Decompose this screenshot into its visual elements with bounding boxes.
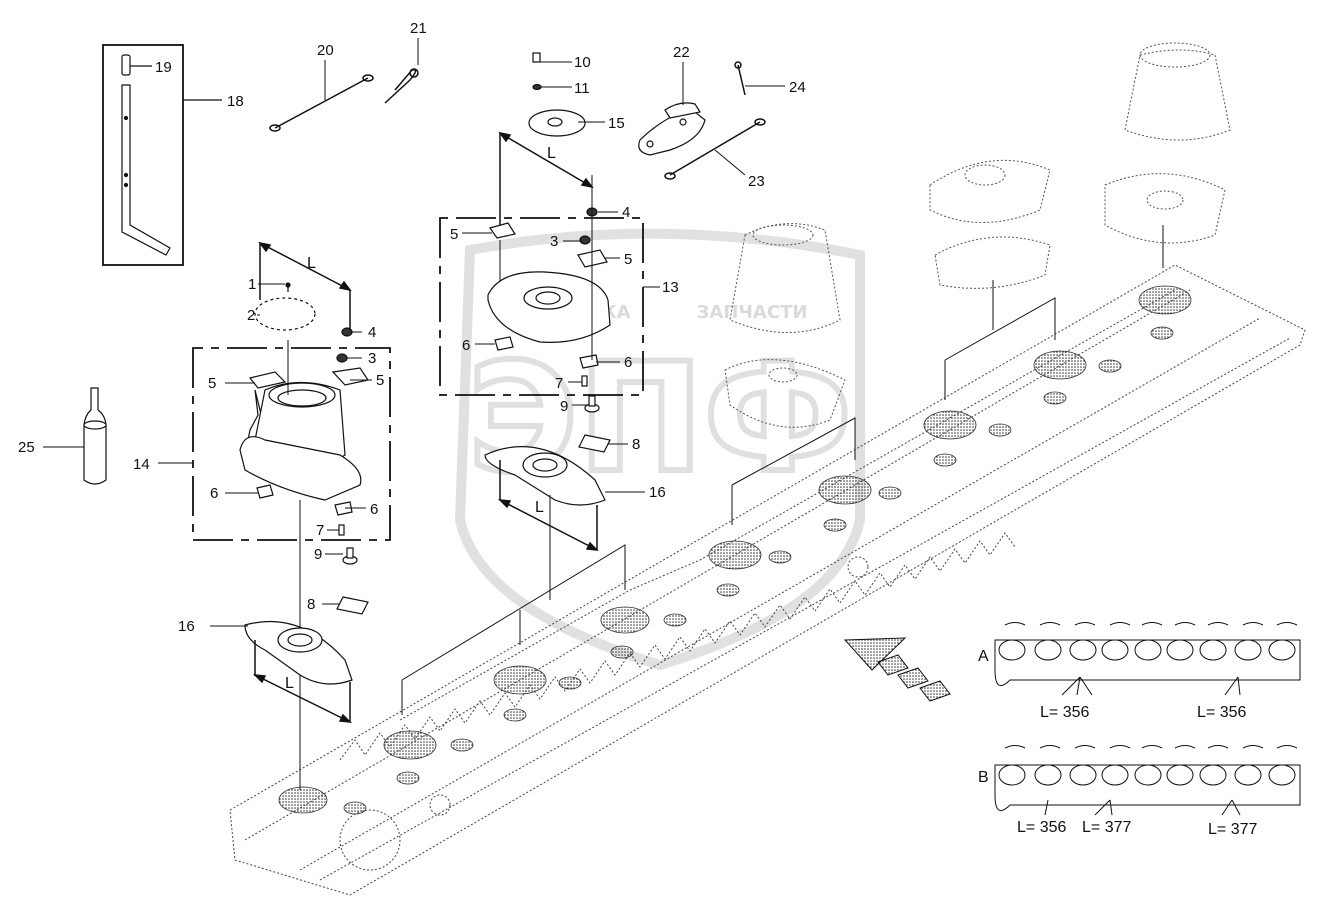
part-22-bracket (638, 62, 706, 156)
callout-7-mid: 7 (555, 375, 563, 392)
callout-21: 21 (410, 20, 427, 37)
variant-b-label: B (978, 769, 989, 786)
callout-4-left: 4 (368, 324, 376, 341)
right-hub-assemblies (724, 42, 1231, 428)
assembly-14-left-hub (158, 241, 391, 790)
variant-a-label: A (978, 648, 989, 665)
gear-discs (278, 285, 1192, 815)
inset-variant-a (994, 622, 1301, 696)
assembly-13-middle-hub (439, 131, 660, 600)
part-20-safety-wire (269, 60, 374, 132)
part-23-wire (664, 118, 766, 180)
callout-3-mid: 3 (550, 233, 558, 250)
callout-20: 20 (317, 42, 334, 59)
callout-6-mid-right: 6 (624, 354, 632, 371)
part-15-hub-cap (528, 52, 605, 137)
variant-b-mid-length: L= 377 (1082, 819, 1131, 836)
callout-14: 14 (133, 456, 150, 473)
callout-13: 13 (662, 279, 679, 296)
callout-8-mid: 8 (632, 436, 640, 453)
callout-23: 23 (748, 173, 765, 190)
inset-labels: A B L= 356 L= 356 L= 356 L= 377 L= 377 (978, 648, 1257, 838)
variant-a-left-length: L= 356 (1040, 704, 1089, 721)
inset-variant-b (994, 745, 1301, 816)
dimension-labels: L L L L (285, 145, 556, 692)
callout-15: 15 (608, 115, 625, 132)
callout-19: 19 (155, 59, 172, 76)
callout-2: 2 (247, 307, 255, 324)
callout-5-mid-left: 5 (450, 226, 458, 243)
callout-16-left: 16 (178, 618, 195, 635)
dimension-l-mid-16: L (535, 499, 544, 516)
dimension-l-left-16: L (285, 675, 294, 692)
variant-b-left-length: L= 356 (1017, 819, 1066, 836)
callout-11: 11 (574, 80, 590, 97)
travel-direction-arrow (843, 637, 951, 702)
callout-1: 1 (248, 276, 256, 293)
callout-6-left-a: 6 (210, 485, 218, 502)
callout-22: 22 (673, 44, 690, 61)
dimension-l-mid-hub: L (547, 145, 556, 162)
callout-16-mid: 16 (649, 484, 666, 501)
callout-8-left: 8 (307, 596, 315, 613)
callout-3-left: 3 (368, 350, 376, 367)
callout-10: 10 (574, 54, 591, 71)
callout-7-left: 7 (316, 522, 324, 539)
callout-6-left-b: 6 (370, 501, 378, 518)
callout-9-mid: 9 (560, 398, 568, 415)
callout-18: 18 (227, 93, 244, 110)
variant-b-right-length: L= 377 (1208, 821, 1257, 838)
variant-a-right-length: L= 356 (1197, 704, 1246, 721)
callout-5-mid-right: 5 (624, 251, 632, 268)
callout-4-mid: 4 (622, 204, 630, 221)
dimension-l-left-hub: L (307, 255, 316, 272)
callout-6-mid-left: 6 (462, 337, 470, 354)
callout-5-left-b: 5 (376, 372, 384, 389)
placement-guides (401, 225, 1164, 715)
callout-25: 25 (18, 439, 35, 456)
watermark-right-word: ЗАПЧАСТИ (697, 302, 808, 323)
part-24-pin (734, 61, 785, 96)
part-25-grease-tube (43, 387, 107, 485)
callout-5-left-a: 5 (208, 375, 216, 392)
part-18-blade-wrench (102, 44, 222, 266)
callout-24: 24 (789, 79, 806, 96)
callout-9-left: 9 (314, 546, 322, 563)
callout-labels: 19 18 20 21 10 11 15 22 24 23 4 5 3 5 13… (18, 20, 806, 635)
part-21-cotter-pin (384, 38, 419, 104)
